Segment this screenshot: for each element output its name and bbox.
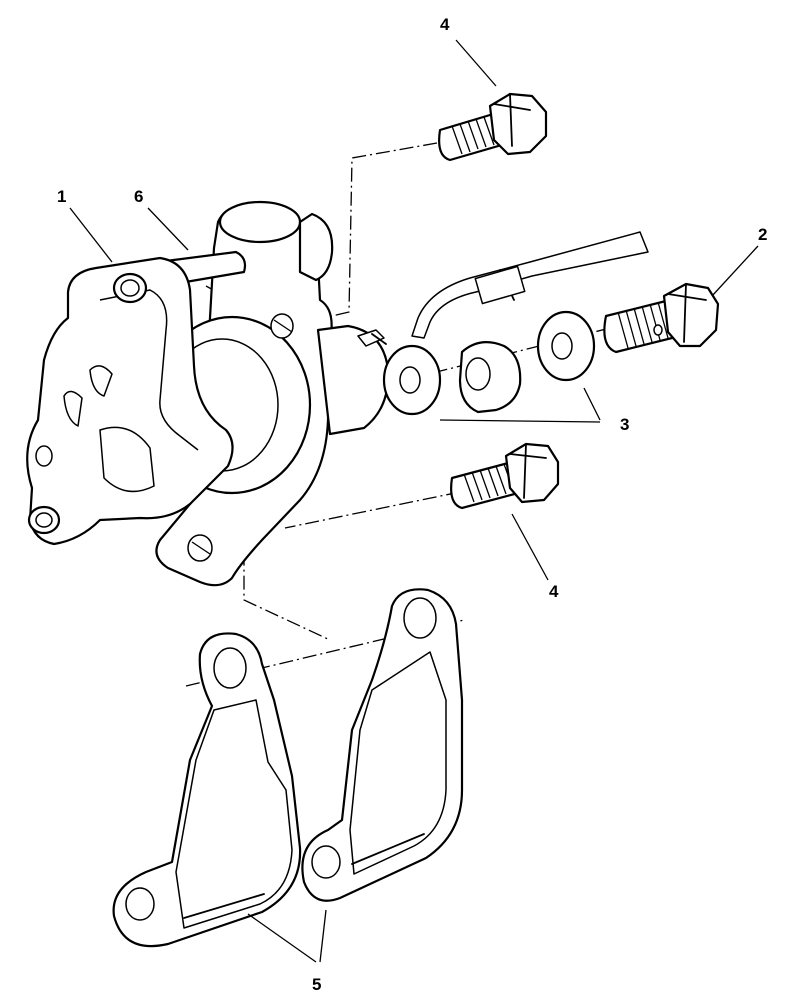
brake-pad-right — [301, 588, 464, 902]
callout-2: 2 — [758, 225, 767, 244]
bolt-4-bottom — [450, 442, 560, 510]
banjo-bolt-2 — [603, 282, 720, 354]
brake-pad-left — [112, 632, 302, 948]
callout-5: 5 — [312, 975, 321, 994]
callout-4-bottom: 4 — [549, 582, 559, 601]
brake-line — [411, 231, 649, 339]
callout-3: 3 — [620, 415, 629, 434]
callout-6: 6 — [134, 187, 143, 206]
callout-leaders — [69, 39, 759, 963]
caliper-body — [26, 200, 390, 587]
callout-labels: 1 6 4 2 3 4 5 — [57, 15, 767, 994]
callout-4-top: 4 — [440, 15, 450, 34]
bolt-4-top — [438, 92, 548, 162]
callout-1: 1 — [57, 187, 66, 206]
washers-3 — [382, 310, 596, 416]
